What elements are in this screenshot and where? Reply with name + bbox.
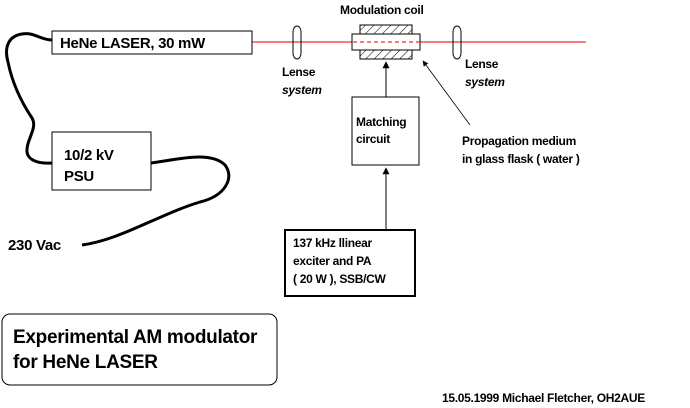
arrow-medium-pointer: [422, 60, 471, 126]
modulation-coil: Modulation coil: [340, 3, 424, 60]
psu-label-line1: 10/2 kV: [64, 147, 114, 164]
lens-left-label-line1: Lense: [282, 65, 316, 79]
coil-label: Modulation coil: [340, 3, 424, 17]
title-line2: for HeNe LASER: [13, 352, 158, 373]
matching-label-line1: Matching: [356, 115, 406, 129]
matching-label-line2: circuit: [356, 132, 390, 146]
exciter-box: 137 kHz llinear exciter and PA ( 20 W ),…: [284, 229, 416, 297]
coil-winding-top: [359, 24, 413, 35]
laser-power-cable: [5, 32, 53, 165]
mains-cable: [81, 155, 231, 247]
psu-box: 10/2 kV PSU: [51, 131, 152, 191]
lens-right-label-line2: system: [465, 75, 505, 89]
lens-right: Lense system: [452, 25, 505, 89]
title-box: Experimental AM modulator for HeNe LASER: [1, 313, 278, 386]
laser-label: HeNe LASER, 30 mW: [60, 35, 206, 52]
lens-left-label-line2: system: [282, 83, 322, 97]
lens-left: Lense system: [282, 25, 322, 97]
glass-flask: [351, 33, 421, 51]
medium-label-line1: Propagation medium: [462, 134, 576, 148]
exciter-label-line2: exciter and PA: [293, 254, 372, 268]
lens-right-label-line1: Lense: [465, 57, 499, 71]
exciter-label-line1: 137 kHz llinear: [293, 236, 373, 250]
matching-circuit-box: Matching circuit: [351, 96, 420, 166]
laser-box: HeNe LASER, 30 mW: [51, 30, 253, 55]
author-note: 15.05.1999 Michael Fletcher, OH2AUE: [442, 391, 645, 405]
title-line1: Experimental AM modulator: [13, 327, 258, 348]
exciter-label-line3: ( 20 W ), SSB/CW: [293, 272, 387, 286]
medium-label-line2: in glass flask ( water ): [462, 152, 580, 166]
mains-label: 230 Vac: [8, 237, 61, 254]
psu-label-line2: PSU: [64, 168, 94, 185]
coil-winding-bottom: [359, 49, 413, 60]
